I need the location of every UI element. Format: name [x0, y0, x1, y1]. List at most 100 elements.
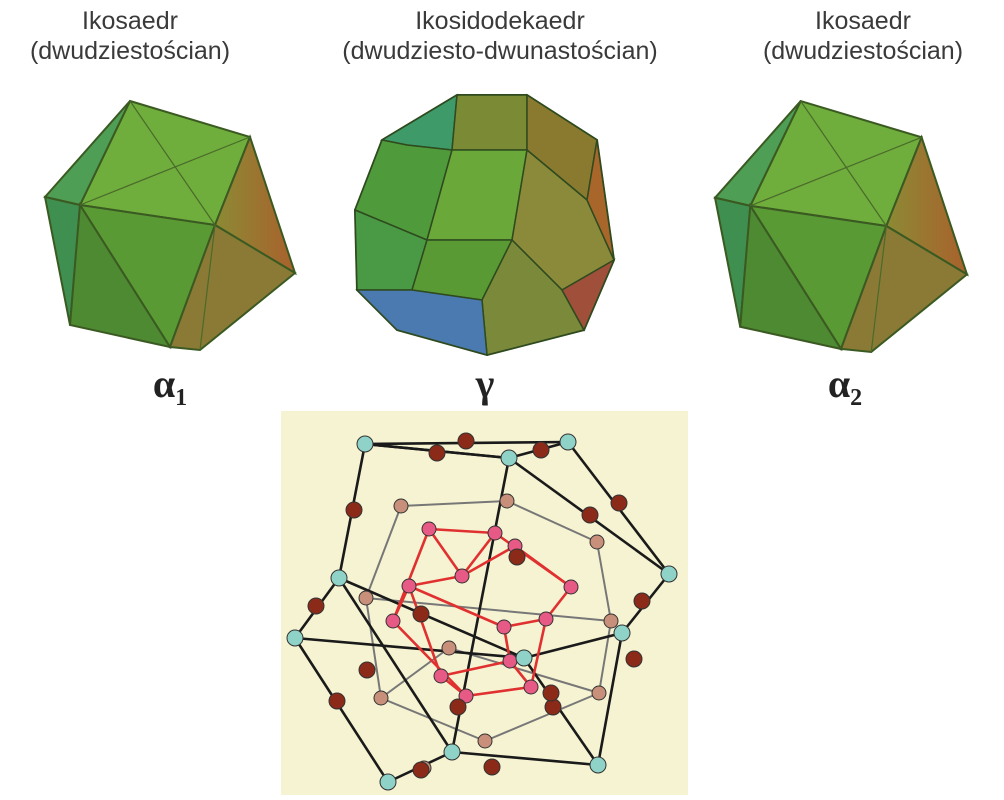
- symbol-alpha2: α2: [785, 362, 905, 420]
- symbol-letter: α: [827, 361, 851, 406]
- back-bond: [365, 505, 402, 599]
- back-bonds: [365, 500, 612, 742]
- inner-bond: [428, 527, 496, 535]
- atom-pink: [454, 568, 470, 584]
- atom-cyan: [500, 449, 518, 467]
- outer-bond: [294, 636, 525, 660]
- atom-cyan: [379, 773, 397, 791]
- atom-tan: [358, 590, 374, 606]
- inner-bond: [407, 585, 443, 677]
- caption-icosahedron-right: Ikosaedr (dwudziestościan): [728, 6, 998, 66]
- symbol-alpha1: α1: [110, 362, 230, 420]
- atom-brown: [610, 494, 628, 512]
- symbol-letter: γ: [475, 361, 495, 406]
- icosahedron-alpha1-shape: [43, 99, 297, 352]
- face: [839, 224, 969, 354]
- outer-bond: [338, 576, 525, 660]
- icosidodecahedron-gamma-shape: [353, 93, 616, 357]
- back-bond: [400, 500, 508, 507]
- atom-tan: [589, 534, 605, 550]
- atom-pink: [487, 525, 503, 541]
- back-bond: [484, 692, 600, 742]
- atom-pink: [563, 579, 579, 595]
- atom-tan: [441, 640, 457, 656]
- atom-tan: [499, 493, 515, 509]
- face: [481, 238, 586, 356]
- atom-pink: [385, 613, 401, 629]
- symbol-gamma: γ: [425, 362, 545, 420]
- caption-icosahedron-left: Ikosaedr (dwudziestościan): [0, 6, 260, 66]
- atom-tan: [373, 690, 389, 706]
- atomic-cluster-model: [281, 411, 688, 795]
- atom-brown: [532, 441, 550, 459]
- atom-brown: [581, 506, 599, 524]
- inner-bond: [465, 685, 532, 698]
- inner-bond: [392, 620, 467, 697]
- atom-brown: [449, 698, 467, 716]
- atom-brown: [358, 661, 376, 679]
- atom-pink: [502, 653, 518, 669]
- inner-bond: [408, 584, 505, 629]
- atom-brown: [412, 761, 430, 779]
- outer-bond: [596, 632, 624, 766]
- inner-bond: [461, 544, 516, 578]
- atom-cyan: [559, 433, 577, 451]
- outer-bond: [522, 657, 600, 766]
- atom-brown: [328, 692, 346, 710]
- back-bond: [365, 597, 612, 622]
- caption-line1: Ikosaedr: [82, 7, 178, 35]
- atom-brown: [544, 698, 562, 716]
- atom-tan: [477, 733, 493, 749]
- face: [68, 201, 173, 349]
- symbol-subscript: 2: [850, 385, 863, 411]
- atom-pink: [421, 521, 437, 537]
- atom-brown: [625, 650, 643, 668]
- atom-cyan: [613, 624, 631, 642]
- atom-brown: [457, 432, 475, 450]
- back-bond: [506, 500, 598, 543]
- atom-brown: [412, 605, 430, 623]
- atom-pink: [523, 679, 539, 695]
- back-bond: [598, 620, 612, 694]
- face: [560, 258, 616, 332]
- atom-tan: [393, 498, 409, 514]
- atom-pink: [433, 668, 449, 684]
- outer-bond: [293, 637, 390, 783]
- edge: [129, 100, 216, 226]
- atom-cyan: [515, 649, 533, 667]
- caption-line2: (dwudziestościan): [29, 37, 231, 65]
- caption-line1: Ikosaedr: [815, 7, 911, 35]
- atom-brown: [542, 684, 560, 702]
- atom-pink: [496, 619, 512, 635]
- atom-brown: [428, 444, 446, 462]
- atom-pink: [401, 578, 417, 594]
- atom-brown: [307, 597, 325, 615]
- atom-cyan: [356, 435, 374, 453]
- atom-brown: [483, 758, 501, 776]
- outer-bond: [451, 750, 599, 767]
- atom-cyan: [286, 629, 304, 647]
- symbol-subscript: 1: [175, 385, 188, 411]
- symbol-letter: α: [152, 361, 176, 406]
- caption-icosidodecahedron: Ikosidodekaedr (dwudziesto-dwunastościan…: [280, 6, 720, 66]
- caption-line1: Ikosidodekaedr: [415, 7, 585, 35]
- atom-tan: [603, 613, 619, 629]
- atom-cyan: [660, 565, 678, 583]
- face: [586, 139, 615, 261]
- face: [355, 289, 488, 357]
- atom-tan: [591, 685, 607, 701]
- edge: [750, 136, 922, 207]
- inner-bond: [440, 659, 511, 678]
- cluster-background: [281, 411, 688, 795]
- face: [451, 94, 528, 151]
- edge: [79, 136, 251, 206]
- edge: [199, 224, 216, 351]
- inner-bond: [460, 532, 497, 577]
- caption-line2: (dwudziestościan): [762, 37, 964, 65]
- back-bond: [596, 541, 612, 622]
- edge: [870, 225, 887, 353]
- outer-bond: [337, 577, 454, 753]
- atom-brown: [345, 501, 363, 519]
- atoms: [286, 432, 678, 791]
- atom-pink: [458, 688, 474, 704]
